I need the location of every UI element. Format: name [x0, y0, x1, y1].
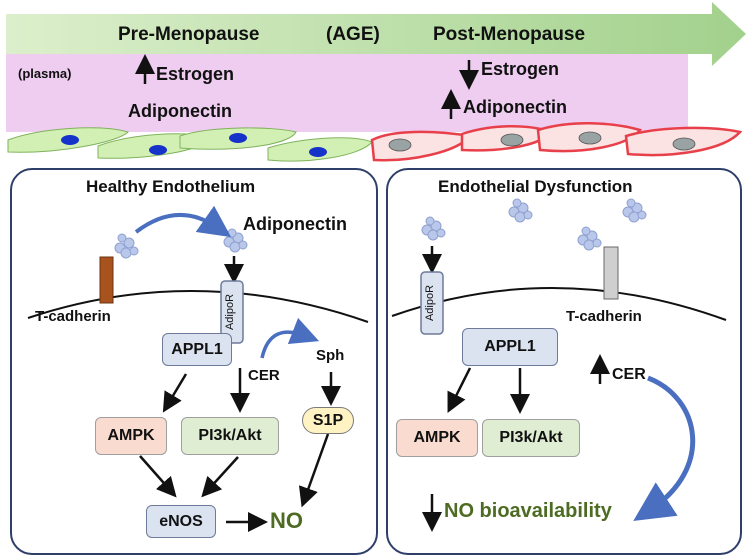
endothelial-dysfunction-title: Endothelial Dysfunction [438, 177, 633, 196]
no-bioavailability-label: NO bioavailability [444, 500, 612, 522]
healthy-endothelium-panel [10, 168, 378, 555]
left-adiponectin-label: Adiponectin [128, 101, 232, 121]
adiponectin-molecule-right-3 [622, 198, 647, 223]
t-cadherin-right-label: T-cadherin [566, 308, 642, 325]
adiponectin-molecule-left-1 [114, 233, 139, 259]
cer-left-label: CER [248, 367, 280, 384]
adiponectin-left-panel-label: Adiponectin [243, 214, 347, 234]
sph-label: Sph [316, 347, 345, 364]
adiponectin-molecule-right-1 [421, 216, 446, 241]
appl1-box-left: APPL1 [162, 333, 232, 366]
adipor-receptor-right [420, 271, 444, 335]
adipor-left-label: AdipoR [224, 293, 237, 331]
s1p-to-no-arrow [298, 433, 330, 508]
right-adiponectin-label: Adiponectin [463, 97, 567, 117]
cer-right-label: CER [612, 366, 646, 383]
enos-box: eNOS [146, 505, 216, 538]
post-menopause-label: Post-Menopause [433, 24, 586, 45]
pi3k-akt-box-left: PI3k/Akt [181, 417, 279, 455]
ampk-box-right: AMPK [396, 419, 478, 457]
ampk-box-left: AMPK [95, 417, 167, 455]
left-estrogen-label: Estrogen [156, 64, 235, 84]
left-membrane [27, 289, 369, 323]
age-arrow [6, 2, 746, 66]
pre-menopause-label: Pre-Menopause [118, 24, 260, 45]
cer-to-sph-curved-arrow [260, 317, 320, 359]
plasma-band [6, 54, 688, 132]
t-cadherin-receptor-right [603, 246, 619, 300]
appl1-to-ampk-arrow [162, 373, 188, 413]
appl1-to-ampk-right-arrow [447, 367, 472, 413]
right-estrogen-label: Estrogen [481, 59, 560, 79]
adiponectin-molecule-right-4 [577, 226, 602, 251]
plasma-label: (plasma) [18, 66, 72, 81]
no-label: NO [270, 508, 303, 533]
endothelial-dysfunction-panel [386, 168, 742, 555]
t-cadherin-receptor-left [99, 256, 114, 304]
cer-to-no-bioavailability-arrow [633, 375, 696, 521]
ampk-to-enos-arrow [139, 455, 177, 498]
dysfunction-cells [370, 121, 743, 162]
t-cadherin-left-label: T-cadherin [35, 308, 111, 325]
appl1-box-right: APPL1 [462, 328, 558, 366]
healthy-endothelium-title: Healthy Endothelium [86, 177, 256, 196]
adipor-receptor-left [220, 280, 244, 344]
pi3k-to-enos-arrow [201, 456, 239, 498]
adiponectin-molecule-right-2 [508, 198, 533, 223]
healthy-cells [7, 127, 373, 162]
adipor-right-label: AdipoR [424, 284, 437, 322]
age-label: (AGE) [326, 24, 380, 45]
s1p-box: S1P [302, 407, 354, 434]
adiponectin-transfer-curved-arrow [134, 205, 232, 238]
pi3k-akt-box-right: PI3k/Akt [482, 419, 580, 457]
